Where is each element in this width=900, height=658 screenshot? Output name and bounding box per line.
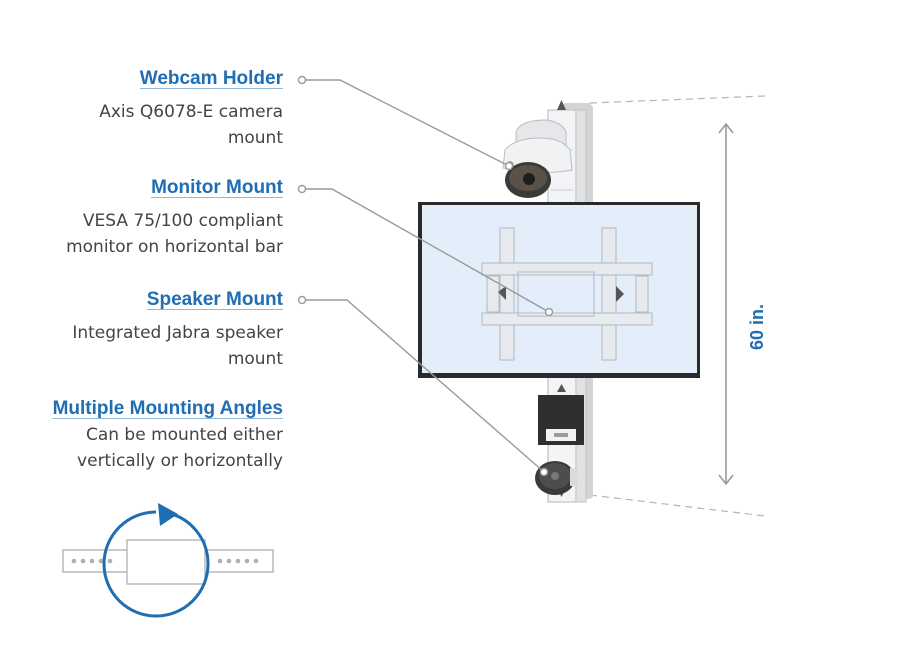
feature-speaker-mount: Speaker Mount Integrated Jabra speaker m…	[72, 288, 283, 371]
bracket-knobs	[498, 286, 624, 302]
leader-dots	[297, 75, 554, 477]
monitor	[418, 202, 700, 378]
rotation-orientation-icon	[62, 503, 274, 618]
feature-description-line: VESA 75/100 compliant	[82, 211, 283, 231]
speaker-mount-box	[538, 395, 584, 445]
feature-title: Webcam Holder	[139, 68, 283, 89]
feature-webcam-holder: Webcam Holder Axis Q6078-E camera mount	[99, 67, 283, 150]
feature-description-line: Axis Q6078-E camera	[99, 102, 283, 122]
feature-description-line: mount	[227, 128, 283, 148]
feature-title: Speaker Mount	[146, 289, 283, 310]
vesa-bracket	[481, 227, 653, 361]
leader-lines	[302, 79, 550, 473]
feature-title: Multiple Mounting Angles	[52, 398, 283, 419]
feature-description-line: mount	[227, 349, 283, 369]
feature-description-line: monitor on horizontal bar	[66, 237, 283, 257]
dimension-extension-lines	[589, 95, 766, 517]
height-dimension-label: 60 in.	[747, 303, 767, 350]
height-dimension-arrow	[718, 122, 734, 486]
feature-title: Monitor Mount	[151, 177, 283, 198]
feature-monitor-mount: Monitor Mount VESA 75/100 compliant moni…	[66, 176, 283, 259]
feature-description-line: vertically or horizontally	[77, 451, 283, 471]
feature-description-line: Can be mounted either	[85, 425, 283, 445]
feature-multiple-mounting-angles: Multiple Mounting Angles Can be mounted …	[53, 397, 283, 473]
feature-description-line: Integrated Jabra speaker	[72, 323, 283, 343]
webcam-camera	[502, 119, 573, 198]
